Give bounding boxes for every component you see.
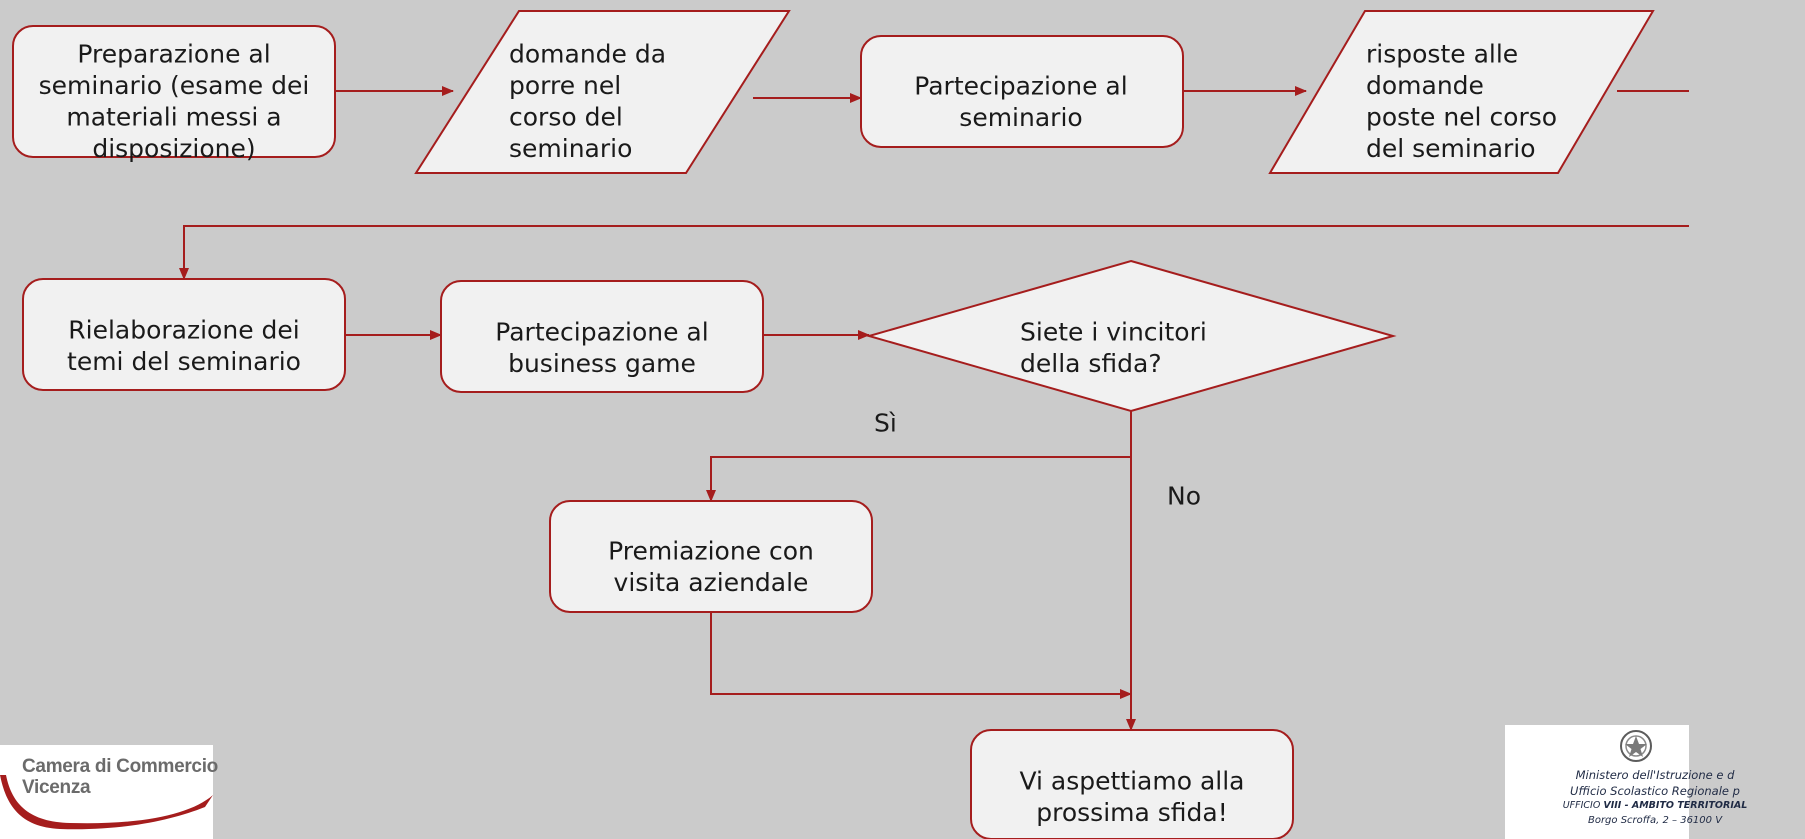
node-shape <box>22 278 346 391</box>
node-prossima-sfida: Vi aspettiamo alla prossima sfida! <box>970 729 1294 839</box>
edges-layer <box>179 86 1689 731</box>
node-text-line: disposizione) <box>92 134 255 163</box>
flowchart: Preparazione al seminario (esame deimater… <box>12 10 1689 839</box>
node-decisione: Siete i vincitori della sfida? <box>865 259 1397 413</box>
node-premiazione: Premiazione con visita aziendale <box>549 500 873 613</box>
miur-line1: Ministero dell'Istruzione e d <box>1575 768 1735 782</box>
miur-line3-prefix: UFFICIO <box>1562 800 1601 811</box>
node-shape <box>440 280 764 393</box>
node-text-line: seminario <box>509 134 632 163</box>
node-shape <box>12 25 336 158</box>
node-rielaborazione: Rielaborazione dei temi del seminario <box>22 278 346 391</box>
node-shape <box>865 259 1397 413</box>
emblem-icon <box>1620 730 1652 762</box>
node-business-game: Partecipazione al business game <box>440 280 764 393</box>
edge-label: Sì <box>874 408 897 437</box>
logo-camera-line2: Vicenza <box>22 777 91 798</box>
node-partecipazione-seminario: Partecipazione al seminario <box>860 35 1184 148</box>
node-text-line: porre nel <box>509 71 621 100</box>
miur-line3-bold: VIII - AMBITO TERRITORIAL <box>1603 800 1748 811</box>
node-text-line: seminario (esame dei <box>39 71 310 100</box>
node-text-line: materiali messi a <box>66 102 281 131</box>
camera-di-commercio-logo: Camera di Commercio Vicenza <box>0 745 218 839</box>
node-text-line: visita aziendale <box>614 568 809 597</box>
node-text-line: seminario <box>959 103 1082 132</box>
miur-logo: Ministero dell'Istruzione e d Ufficio Sc… <box>1505 725 1747 839</box>
edge-premiazione-to-prossima-sfida <box>710 612 1132 699</box>
node-text-line: del seminario <box>1366 134 1536 163</box>
edge-risposte-to-rielaborazione <box>179 225 1689 280</box>
logo-camera-line1: Camera di Commercio <box>22 756 218 777</box>
node-text-line: domande <box>1366 71 1484 100</box>
edge-decisione-to-premiazione <box>706 411 1132 502</box>
node-text-line: corso del <box>509 102 623 131</box>
miur-line3: UFFICIO VIII - AMBITO TERRITORIAL <box>1505 800 1805 811</box>
node-text-line: poste nel corso <box>1366 102 1557 131</box>
node-text-line: business game <box>508 349 696 378</box>
node-text-line: Siete i vincitori <box>1020 317 1207 346</box>
node-text-line: della sfida? <box>1020 349 1162 378</box>
edge-label: No <box>1167 481 1201 510</box>
node-text-line: Rielaborazione dei <box>68 315 299 344</box>
miur-line2: Ufficio Scolastico Regionale p <box>1570 784 1740 798</box>
node-text-line: risposte alle <box>1366 39 1518 68</box>
miur-line4: Borgo Scroffa, 2 – 36100 V <box>1587 815 1723 826</box>
node-shape <box>414 10 791 174</box>
node-text-line: domande da <box>509 39 666 68</box>
node-text-line: Vi aspettiamo alla <box>1019 766 1244 795</box>
node-preparazione: Preparazione al seminario (esame deimater… <box>12 25 336 163</box>
node-shape <box>860 35 1184 148</box>
node-shape <box>1268 10 1655 174</box>
nodes-layer: Preparazione al seminario (esame deimater… <box>12 10 1655 839</box>
node-text-line: Premiazione con <box>608 536 814 565</box>
node-text-line: Partecipazione al <box>914 71 1127 100</box>
node-text-line: Partecipazione al <box>495 317 708 346</box>
node-text-line: Preparazione al <box>77 39 270 68</box>
node-text-line: temi del seminario <box>67 347 301 376</box>
node-shape <box>549 500 873 613</box>
node-shape <box>970 729 1294 839</box>
node-text-line: prossima sfida! <box>1036 798 1228 827</box>
